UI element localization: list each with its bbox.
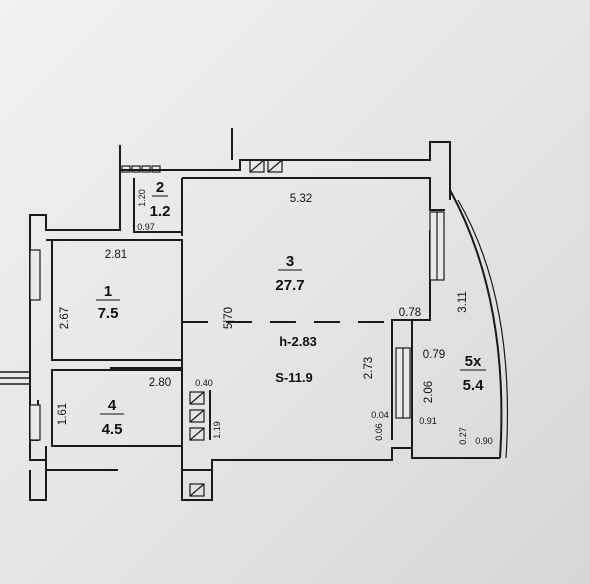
balcony-arc — [449, 189, 509, 459]
room-3-dim-273: 2.73 — [363, 357, 375, 379]
room-1-depth: 2.67 — [59, 307, 71, 329]
room-4-area: 4.5 — [102, 421, 123, 438]
vent-shafts — [121, 159, 283, 497]
room-3-depth: 5|70 — [223, 307, 235, 329]
room-4-dim-119: 1.19 — [212, 421, 222, 439]
room-4-depth: 1.61 — [57, 403, 69, 425]
room-5-dim-090: 0.90 — [475, 436, 493, 446]
room-4-dim-040: 0.40 — [195, 378, 213, 388]
room-1-width: 2.81 — [105, 249, 127, 261]
room-2-area: 1.2 — [150, 203, 171, 220]
windows — [29, 211, 445, 441]
room-5-dim-079: 0.79 — [423, 349, 445, 361]
room-2-depth: 0.97 — [137, 222, 155, 232]
entrance-marker — [0, 371, 30, 385]
total-area-note: S-11.9 — [275, 370, 313, 385]
room-5-area: 5.4 — [463, 377, 485, 394]
room-2-number: 2 — [156, 179, 164, 196]
room-5-dim-027: 0.27 — [458, 427, 468, 445]
room-5-dim-206: 2.06 — [423, 381, 435, 403]
room-3-area: 27.7 — [275, 277, 304, 294]
room-1-number: 1 — [104, 283, 112, 300]
room-3-number: 3 — [286, 253, 294, 270]
room-5-dim-006: 0.06 — [374, 423, 384, 441]
ceiling-height: h-2.83 — [279, 334, 317, 349]
room-5-dim-311: 3.11 — [457, 291, 469, 313]
room-5-dim-004: 0.04 — [371, 410, 389, 420]
room-2-width: 1.20 — [137, 189, 147, 207]
room-1-area: 7.5 — [98, 305, 119, 322]
room-5-dim-091: 0.91 — [419, 416, 437, 426]
room-3-dim-078: 0.78 — [399, 307, 421, 319]
room-4-number: 4 — [108, 397, 117, 414]
room-3-width: 5.32 — [290, 193, 312, 205]
room-5-number: 5x — [465, 353, 482, 370]
room-4-width: 2.80 — [149, 377, 171, 389]
